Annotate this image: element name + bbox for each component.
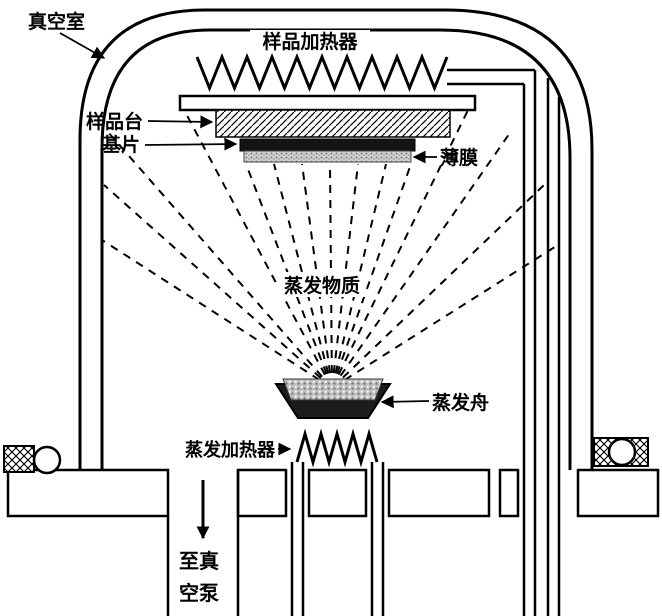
label-backing <box>278 272 366 297</box>
left-seal-block <box>3 445 35 473</box>
evaporation-heater-coil <box>295 428 379 468</box>
evaporation-boat-leader <box>380 395 430 409</box>
thin-film-strip <box>243 150 412 163</box>
chamber-outer-wall <box>78 8 594 470</box>
baseplate-left-block <box>6 468 170 518</box>
to-vacuum-pump-label-line1: 至真 <box>179 549 219 573</box>
vapor-flux-fan <box>101 105 559 389</box>
vapor-flux-line <box>331 163 412 389</box>
baseplate-right-block <box>576 468 660 518</box>
vapor-flux-line <box>101 239 333 389</box>
sample-stage-plate <box>178 94 477 112</box>
vapor-flux-line <box>331 129 513 389</box>
left-seal-oring <box>32 445 62 475</box>
baseplate-segment <box>498 468 520 518</box>
vapor-flux-line <box>103 184 333 389</box>
evaporation-boat-label: 蒸发舟 <box>432 391 489 414</box>
evaporation-heater-label: 蒸发加热器 <box>185 439 276 461</box>
sample-heater-coil <box>195 52 449 93</box>
substrate-leader <box>144 137 238 151</box>
vapor-flux-line <box>107 131 333 389</box>
evaporant-material <box>282 378 384 401</box>
baseplate-segment <box>307 468 368 518</box>
vapor-flux-line <box>331 105 471 389</box>
sample-heater-label: 样品加热器 <box>262 30 358 53</box>
sample-holder-block <box>215 109 451 138</box>
label-backing <box>250 30 370 51</box>
substrate-strip <box>239 138 416 152</box>
sample-stage-label: 样品台 <box>86 110 143 133</box>
baseplate-segment <box>236 468 288 518</box>
vacuum-chamber-leader <box>59 32 106 59</box>
evaporant-flux-label: 蒸发物质 <box>284 274 360 297</box>
substrate-label: 基片 <box>101 133 140 156</box>
vapor-flux-line <box>245 163 333 389</box>
vacuum-chamber-label: 真空室 <box>28 10 85 33</box>
baseplate-segment <box>387 468 491 518</box>
right-seal-oring <box>607 437 637 467</box>
chamber-inner-wall <box>100 28 572 470</box>
to-vacuum-pump-label-line2: 空泵 <box>179 581 219 605</box>
thin-film-label: 薄膜 <box>440 146 478 169</box>
sample-stage-leader <box>147 115 214 129</box>
vapor-flux-line <box>331 184 545 389</box>
